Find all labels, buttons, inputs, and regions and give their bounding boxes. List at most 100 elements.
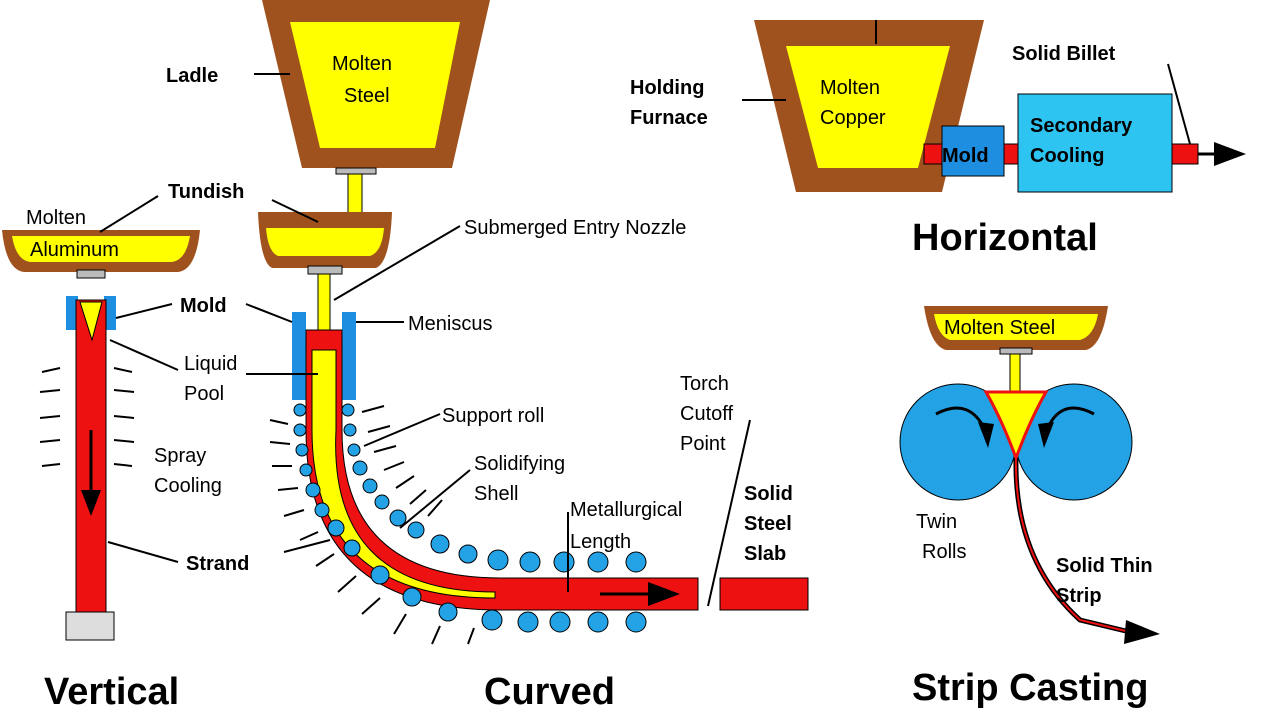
secondary-cooling-box bbox=[1017, 93, 1173, 193]
vertical-mold-left bbox=[66, 296, 78, 330]
strip-nozzle bbox=[1009, 353, 1021, 395]
support-roll bbox=[402, 587, 422, 607]
torch-cutoff-label: Cutoff bbox=[680, 403, 733, 425]
leader-lines bbox=[99, 63, 1191, 592]
tundish-molten-steel bbox=[266, 228, 384, 256]
support-roll bbox=[293, 423, 307, 437]
support-roll bbox=[293, 403, 307, 417]
support-roll bbox=[347, 443, 361, 457]
solid-steel-slab-label: Solid bbox=[744, 483, 793, 505]
secondary-cooling-label: Secondary bbox=[1030, 115, 1133, 137]
horizontal-title: Horizontal bbox=[912, 217, 1098, 259]
support-roll bbox=[481, 609, 503, 631]
ladle-molten-steel bbox=[290, 22, 460, 148]
support-roll bbox=[587, 611, 609, 633]
solid-thin-strip-label: Solid Thin bbox=[1056, 555, 1153, 577]
support-roll bbox=[374, 494, 390, 510]
horizontal-feed-left bbox=[923, 143, 943, 165]
meniscus-label: Meniscus bbox=[408, 313, 492, 335]
torch-cutoff-label: Torch bbox=[680, 373, 729, 395]
strip-arrowhead bbox=[1124, 620, 1160, 644]
support-roll bbox=[389, 509, 407, 527]
dummy-bar-base bbox=[65, 611, 115, 641]
support-roll bbox=[458, 544, 478, 564]
strip-nozzle-plate bbox=[999, 347, 1033, 355]
twin-rolls-label: Rolls bbox=[922, 541, 966, 563]
support-roll bbox=[438, 602, 458, 622]
labels: Ladle Molten Steel Tundish Molten Alumin… bbox=[26, 43, 1153, 713]
solid-steel-slab-label: Slab bbox=[744, 543, 786, 565]
support-roll bbox=[341, 403, 355, 417]
support-roll bbox=[343, 539, 361, 557]
curved-mold-right bbox=[342, 312, 356, 400]
support-roll bbox=[625, 611, 647, 633]
strip-molten-steel-label: Molten Steel bbox=[944, 317, 1055, 339]
curved-title: Curved bbox=[484, 671, 615, 713]
solidifying-shell-label: Solidifying bbox=[474, 453, 565, 475]
solid-steel-slab bbox=[719, 577, 809, 611]
vertical-strand-arrowhead bbox=[81, 490, 101, 516]
metallurgical-length-label: Metallurgical bbox=[570, 499, 682, 521]
support-roll bbox=[370, 565, 390, 585]
support-roll bbox=[305, 482, 321, 498]
vertical-liquid-pool bbox=[79, 301, 103, 342]
twin-rolls-label: Twin bbox=[916, 511, 957, 533]
strand-label: Strand bbox=[186, 553, 249, 575]
spray-marks bbox=[39, 367, 135, 467]
tundish-label: Tundish bbox=[168, 181, 244, 203]
metallurgical-length-label: Length bbox=[570, 531, 631, 553]
strip-caster bbox=[899, 306, 1160, 644]
strip-casting-title: Strip Casting bbox=[912, 667, 1148, 709]
sen-label: Submerged Entry Nozzle bbox=[464, 217, 686, 239]
support-roll bbox=[487, 549, 509, 571]
torch-cutoff-line bbox=[707, 419, 751, 607]
holding-furnace-label: Holding bbox=[630, 77, 704, 99]
vertical-mold-label: Mold bbox=[180, 295, 227, 317]
support-roll-label: Support roll bbox=[442, 405, 544, 427]
support-roll bbox=[299, 463, 313, 477]
left-roll-arrowhead bbox=[978, 422, 994, 448]
support-roll bbox=[549, 611, 571, 633]
holding-furnace-label: Furnace bbox=[630, 107, 708, 129]
right-roll-arrowhead bbox=[1038, 422, 1054, 448]
molten-aluminum-pool bbox=[12, 236, 190, 262]
molten-copper-pool bbox=[786, 46, 950, 168]
solidifying-shell-label: Shell bbox=[474, 483, 518, 505]
support-roll bbox=[625, 551, 647, 573]
aluminum-nozzle bbox=[76, 269, 106, 279]
strip-melt-pool bbox=[983, 390, 1049, 463]
curved-spray-marks bbox=[269, 405, 475, 645]
support-roll bbox=[327, 519, 345, 537]
solid-thin-strip-core bbox=[1014, 457, 1131, 633]
spray-cooling-label: Cooling bbox=[154, 475, 222, 497]
support-rolls bbox=[293, 403, 647, 633]
molten-copper-label: Copper bbox=[820, 107, 886, 129]
support-roll bbox=[519, 551, 541, 573]
curved-strand bbox=[305, 329, 699, 611]
curved-strand-arrowhead bbox=[648, 582, 680, 606]
billet-arrowhead bbox=[1214, 142, 1246, 166]
support-roll bbox=[407, 521, 425, 539]
support-roll bbox=[362, 478, 378, 494]
curved-liquid-core bbox=[311, 349, 496, 599]
support-roll bbox=[352, 460, 368, 476]
horizontal-caster bbox=[754, 20, 1246, 193]
strip-molten-steel bbox=[934, 314, 1098, 340]
solid-thin-strip-label: Strip bbox=[1056, 585, 1102, 607]
curved-caster bbox=[258, 0, 809, 645]
vertical-mold-right bbox=[104, 296, 116, 330]
support-roll bbox=[314, 502, 330, 518]
support-roll bbox=[553, 551, 575, 573]
ladle-label: Ladle bbox=[166, 65, 218, 87]
solid-billet bbox=[1171, 143, 1199, 165]
support-roll bbox=[517, 611, 539, 633]
sen-plate bbox=[307, 265, 343, 275]
ladle-content-label: Steel bbox=[344, 85, 390, 107]
support-roll bbox=[295, 443, 309, 457]
torch-cutoff-label: Point bbox=[680, 433, 726, 455]
molten-copper-label: Molten bbox=[820, 77, 880, 99]
liquid-pool-label: Pool bbox=[184, 383, 224, 405]
aluminum-label: Aluminum bbox=[30, 239, 119, 261]
ladle-nozzle-plate bbox=[335, 167, 377, 175]
